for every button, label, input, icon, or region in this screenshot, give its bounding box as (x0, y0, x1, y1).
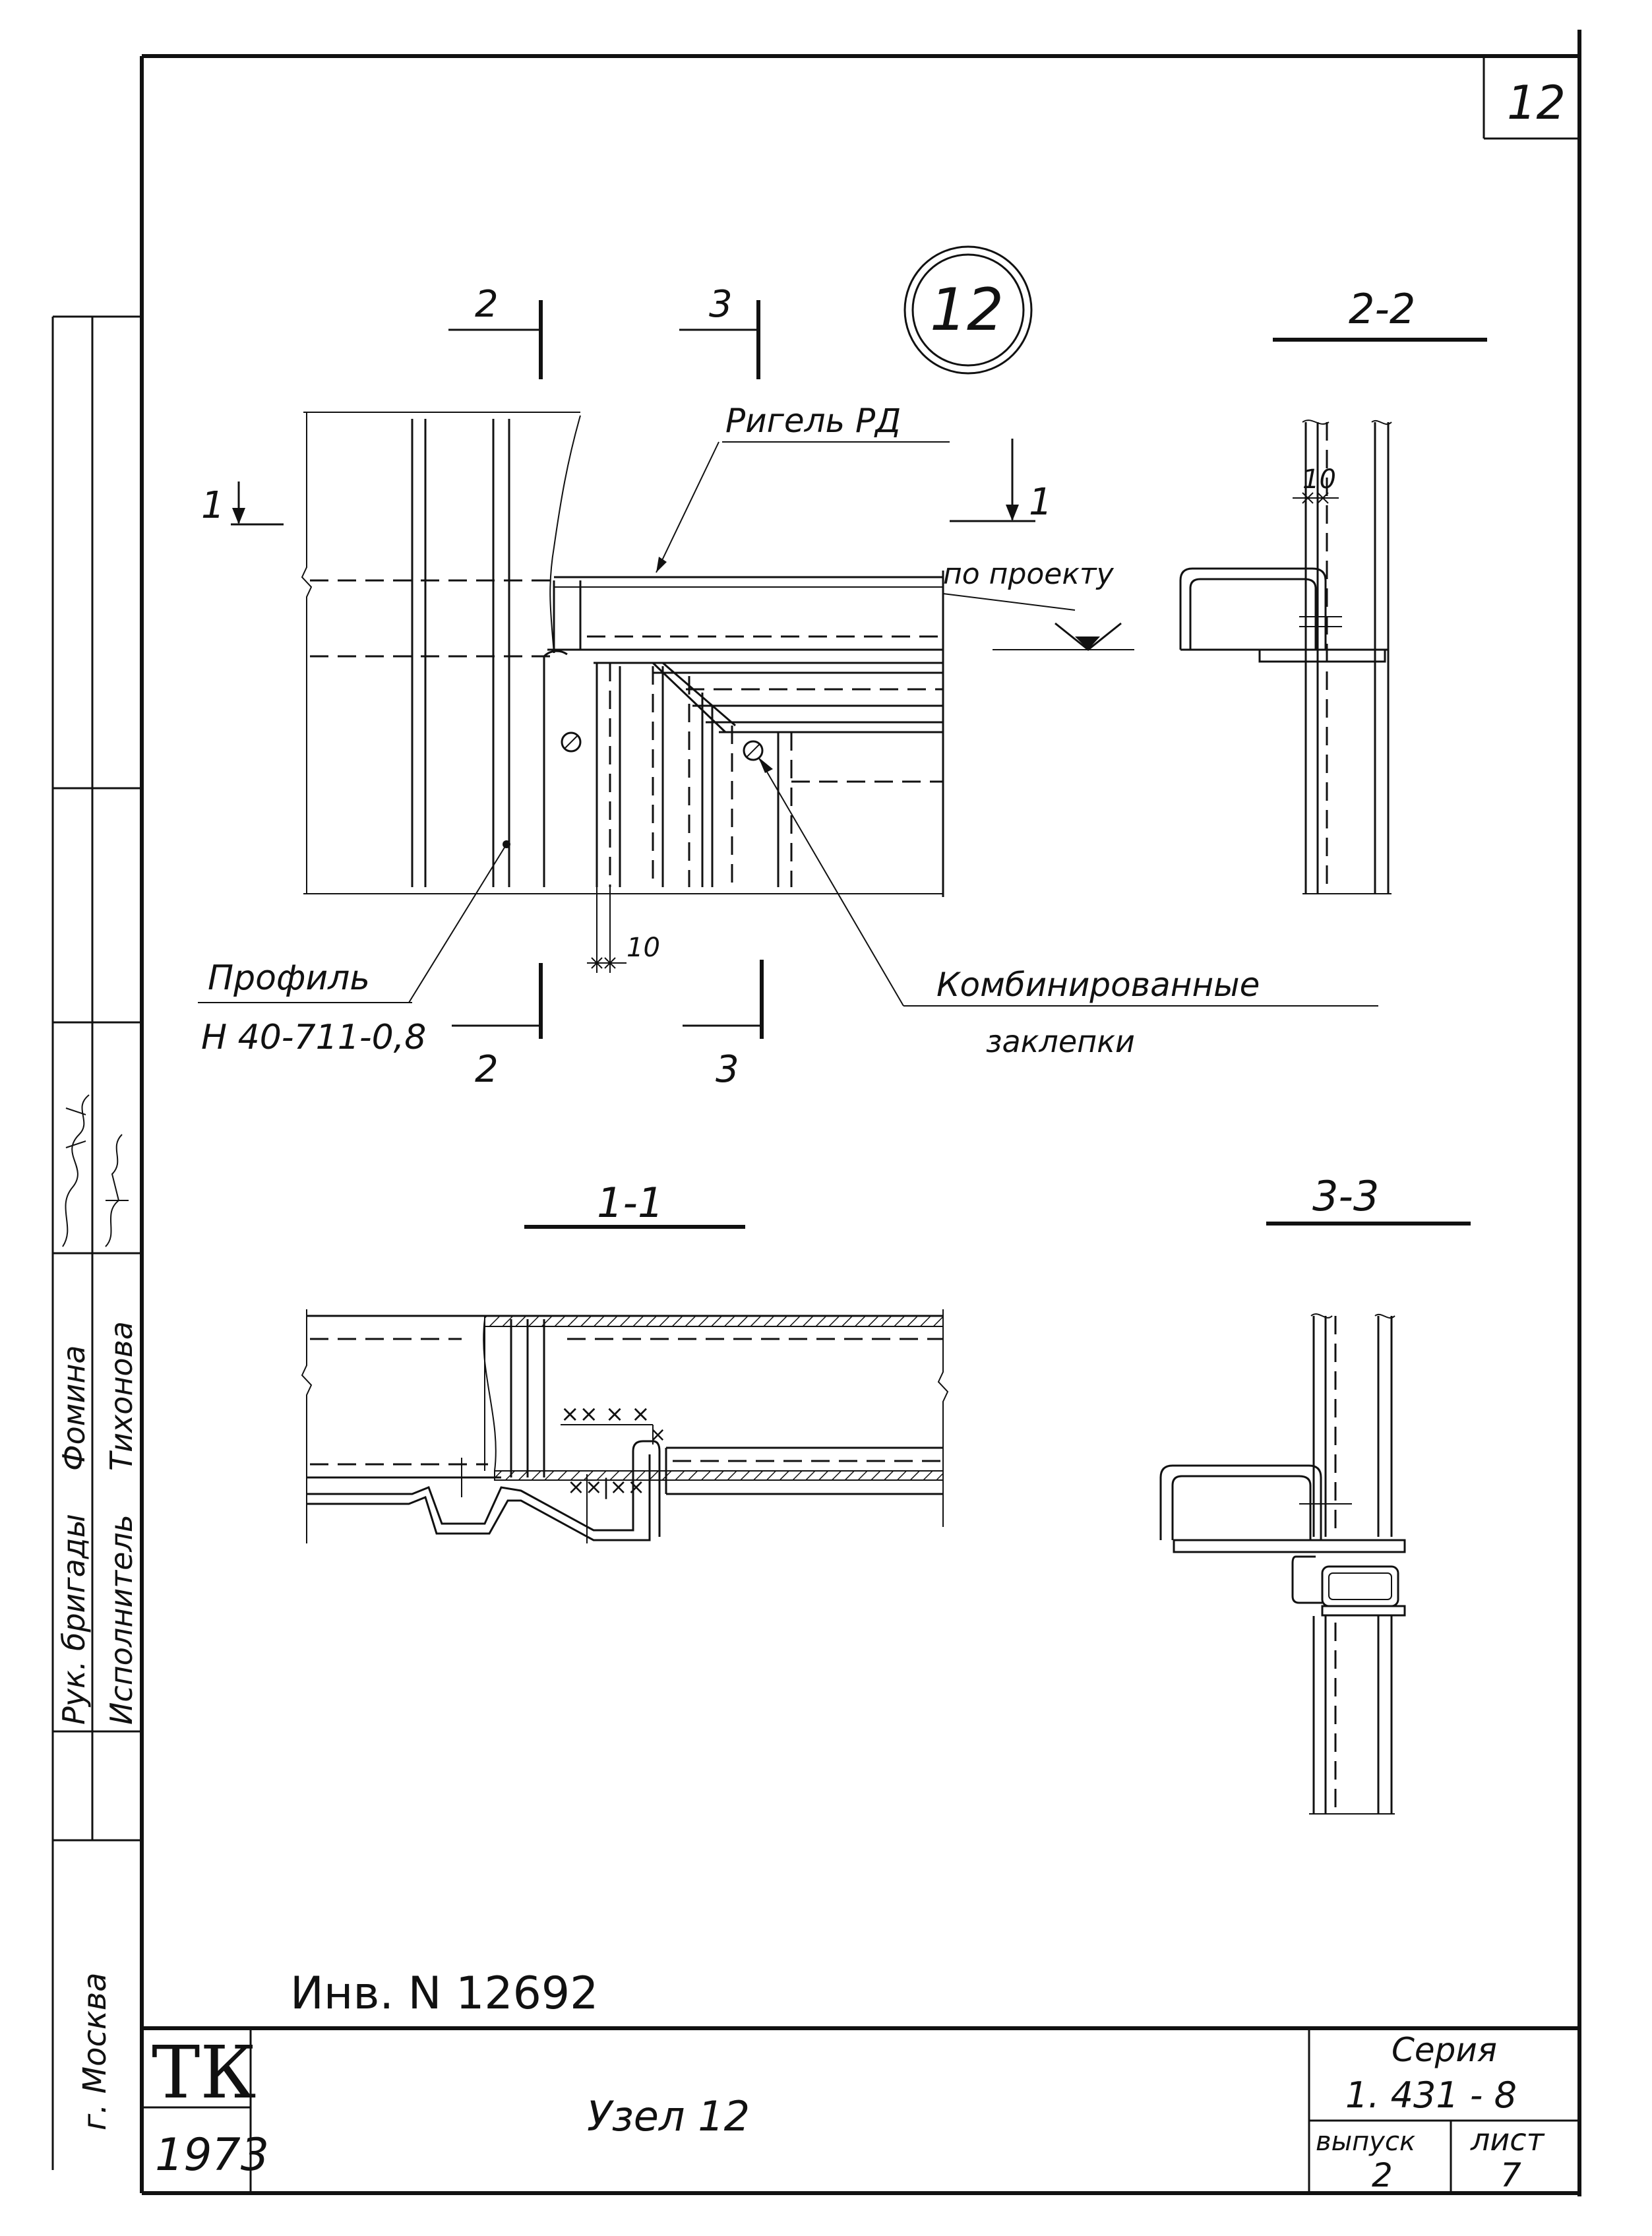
signature-2 (105, 1134, 129, 1247)
signature-1 (62, 1094, 90, 1247)
inventory-number: Инв. N 12692 (290, 1968, 598, 2020)
title-block: ТК 1973 Узел 12 Серия 1. 431 - 8 выпуск … (142, 2026, 1579, 2194)
section-2-2: 2-2 10 (1179, 285, 1487, 894)
stamp-city: г. Москва (76, 1972, 113, 2130)
section-title-2-2: 2-2 (1349, 285, 1415, 333)
section-marker-3-top: 3 (679, 283, 760, 379)
label-rivets-1: Комбинированные (936, 966, 1260, 1004)
issue-label: выпуск (1316, 2127, 1415, 2157)
section-3-3: 3-3 (1159, 1172, 1471, 1815)
section-title-3-3: 3-3 (1312, 1172, 1379, 1220)
sheet-value: 7 (1500, 2156, 1521, 2194)
label-rigel: Ригель РД (725, 402, 901, 440)
sheet-label: лист (1470, 2122, 1545, 2158)
label-profile-code: Н 40-711-0,8 (201, 1018, 426, 1057)
sheet-number-box: 12 (1483, 56, 1579, 140)
section-marker-2-top: 2 (448, 283, 543, 379)
stamp-role-1: Рук. бригады (56, 1514, 92, 1725)
series-value: 1. 431 - 8 (1345, 2074, 1517, 2116)
section-marker-3-bottom: 3 (683, 960, 764, 1091)
stamp-role-2: Исполнитель (104, 1514, 139, 1725)
drawing-title: Узел 12 (587, 2092, 750, 2140)
node-number: 12 (930, 276, 1004, 344)
svg-text:3: 3 (709, 283, 733, 326)
org-mark: ТК (152, 2030, 257, 2115)
section-1-1: 1-1 ×× × × × ××|×× (301, 1179, 949, 1543)
year: 1973 (155, 2129, 269, 2181)
node-circle: 12 (903, 245, 1033, 375)
issue-value: 2 (1372, 2156, 1393, 2194)
main-view: Ригель РД по проекту Профиль Н 40-711-0,… (198, 283, 1378, 1091)
section-marker-2-bottom: 2 (452, 963, 543, 1091)
svg-text:×× × ×: ×× × × (561, 1401, 650, 1427)
side-stamp: Рук. бригады Фомина Исполнитель Тихонова… (51, 315, 142, 2170)
section-title-1-1: 1-1 (597, 1179, 663, 1227)
dim-10-main: 10 (627, 933, 660, 963)
label-profile: Профиль (208, 958, 370, 998)
svg-text:3: 3 (716, 1048, 739, 1091)
label-rivets-2: заклепки (986, 1024, 1135, 1059)
svg-text:2: 2 (475, 283, 499, 326)
svg-text:××|××: ××|×× (567, 1474, 645, 1499)
stamp-name-2: Тихонова (104, 1321, 139, 1471)
series-label: Серия (1392, 2031, 1497, 2069)
sheet-frame (140, 30, 1581, 2196)
svg-text:2: 2 (475, 1048, 499, 1091)
dim-10-section22: 10 (1302, 464, 1336, 495)
sheet-number: 12 (1507, 76, 1566, 130)
section-marker-1-right: 1 (950, 439, 1053, 524)
stamp-name-1: Фомина (56, 1345, 92, 1471)
section-marker-1-left: 1 (201, 481, 284, 527)
svg-text:1: 1 (201, 484, 225, 527)
svg-text:1: 1 (1029, 481, 1053, 524)
svg-text:×: × (650, 1423, 666, 1446)
label-weld: по проекту (943, 557, 1115, 591)
